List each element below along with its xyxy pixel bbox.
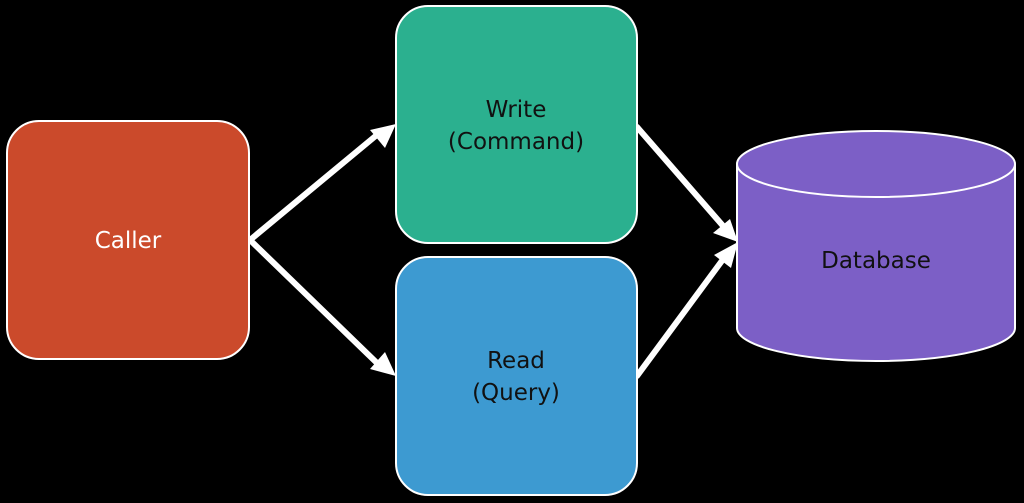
- read-query-node: Read (Query): [395, 256, 638, 496]
- write-command-node: Write (Command): [395, 5, 638, 244]
- database-label: Database: [821, 248, 931, 274]
- arrow-write-to-database: [634, 124, 738, 242]
- database-node: Database: [736, 130, 1016, 362]
- query-label: (Query): [472, 380, 560, 406]
- caller-node: Caller: [6, 120, 250, 360]
- arrow-read-to-database: [634, 242, 738, 379]
- arrow-caller-to-write: [247, 124, 396, 243]
- arrow-caller-to-read: [247, 237, 396, 376]
- read-label: Read: [487, 348, 545, 374]
- write-label: Write: [486, 97, 547, 123]
- command-label: (Command): [448, 129, 584, 155]
- caller-label: Caller: [95, 228, 162, 254]
